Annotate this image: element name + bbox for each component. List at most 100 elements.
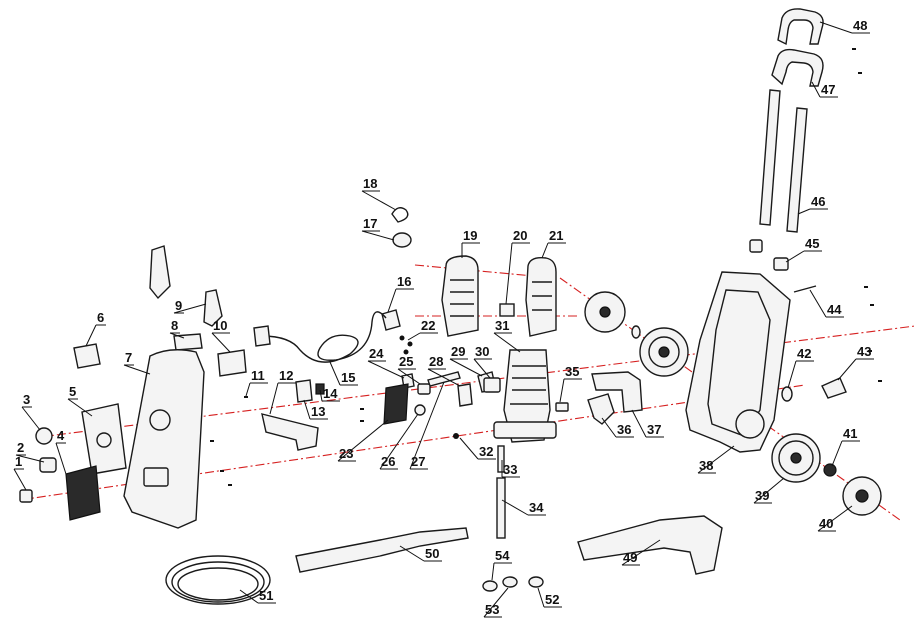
callout-leader-15 [329,361,358,386]
callout-leader-5 [67,398,93,417]
parts [19,8,882,605]
callout-leader-23 [337,419,389,462]
callout-leader-34 [501,499,546,516]
part-42-washer [781,386,793,402]
part-31-motor-pump [503,349,551,443]
callout-leader-54 [491,562,512,581]
loose-screws [210,48,882,486]
callout-leader-40 [817,505,853,532]
callout-leader-53 [483,587,509,618]
callout-leader-22 [407,332,438,341]
callout-leader-51 [239,589,276,604]
callout-leader-37 [631,409,664,438]
callout-leader-45 [785,250,822,263]
callout-leader-38 [697,445,735,474]
part-48-handle-grip [777,8,824,46]
part-52-o-ring [528,576,544,588]
part-38-wheel-hub [735,409,765,439]
callout-label-12: 12 [279,368,293,383]
callout-leader-24 [367,360,405,379]
callout-label-33: 33 [503,462,517,477]
part-45-clip-b [773,257,789,271]
part-7-front-panel [123,349,205,529]
callout-label-54: 54 [495,548,510,563]
part-17-ring [392,232,412,248]
callout-leader-25 [397,368,421,385]
callout-leader-6 [85,324,106,347]
callout-leader-31 [493,332,521,353]
wheel-front-upper [584,291,626,333]
callout-leader-41 [831,440,860,467]
callout-label-51: 51 [259,588,273,603]
callout-label-38: 38 [699,458,713,473]
callout-label-8: 8 [171,318,178,333]
part-22-screws [399,335,413,355]
part-13-label [295,379,313,403]
callout-label-44: 44 [827,302,842,317]
callout-label-10: 10 [213,318,227,333]
part-54-o-ring [482,580,498,592]
callout-leader-43 [837,358,874,381]
callout-label-32: 32 [479,444,493,459]
part-23-switch-box [383,383,409,425]
callout-label-15: 15 [341,370,355,385]
part-7-panel-knob [149,409,171,431]
part-30-capacitor [483,377,501,393]
callout-label-27: 27 [411,454,425,469]
callout-leader-19 [461,242,480,258]
callout-label-16: 16 [397,274,411,289]
axis-line-3 [414,264,556,279]
callout-label-45: 45 [805,236,819,251]
callout-label-34: 34 [529,500,544,515]
part-49-spray-gun [577,515,723,575]
callout-label-9: 9 [175,298,182,313]
part-51-hose [165,555,271,605]
callout-label-25: 25 [399,354,413,369]
part-5-plate-hole [96,432,112,448]
wheel-front-lower [639,327,689,377]
callout-leader-13 [303,399,328,420]
callout-label-47: 47 [821,82,835,97]
callout-leader-20 [505,242,530,305]
callout-label-35: 35 [565,364,579,379]
part-41-nut [823,463,837,477]
part-10-cover [217,349,247,377]
part-38-main-frame [685,271,791,453]
part-19-motor-housing-left [441,255,479,337]
callout-leader-36 [601,417,634,438]
callout-label-20: 20 [513,228,527,243]
part-35-fitting [555,402,569,412]
callout-label-7: 7 [125,350,132,365]
part-32-screw [453,433,459,439]
callout-label-5: 5 [69,384,76,399]
callout-leader-32 [459,437,496,460]
part-4-grille [65,465,101,521]
part-34-shaft [496,477,506,539]
callout-label-50: 50 [425,546,439,561]
callout-leader-39 [753,477,785,504]
callout-label-49: 49 [623,550,637,565]
callout-leader-17 [361,230,395,241]
callout-leader-46 [797,208,828,215]
part-43-outlet-connector [821,377,847,399]
callout-label-13: 13 [311,404,325,419]
callout-label-53: 53 [485,602,499,617]
callout-label-48: 48 [853,18,867,33]
callout-label-22: 22 [421,318,435,333]
callout-leader-47 [811,81,838,98]
callout-leader-3 [21,406,41,431]
callout-leader-44 [809,289,844,318]
callout-leader-27 [409,381,445,470]
part-21-housing-ribs [532,281,552,311]
part-21-motor-housing-right [525,256,557,337]
part-44-screw [793,285,817,293]
callout-leader-42 [787,360,814,389]
part-15-power-cord [261,311,387,363]
part-20-plate [499,303,515,317]
callout-leader-18 [361,190,397,211]
callout-label-1: 1 [15,454,22,469]
callout-leader-50 [399,545,442,562]
callout-label-37: 37 [647,422,661,437]
washer-small [631,325,641,339]
